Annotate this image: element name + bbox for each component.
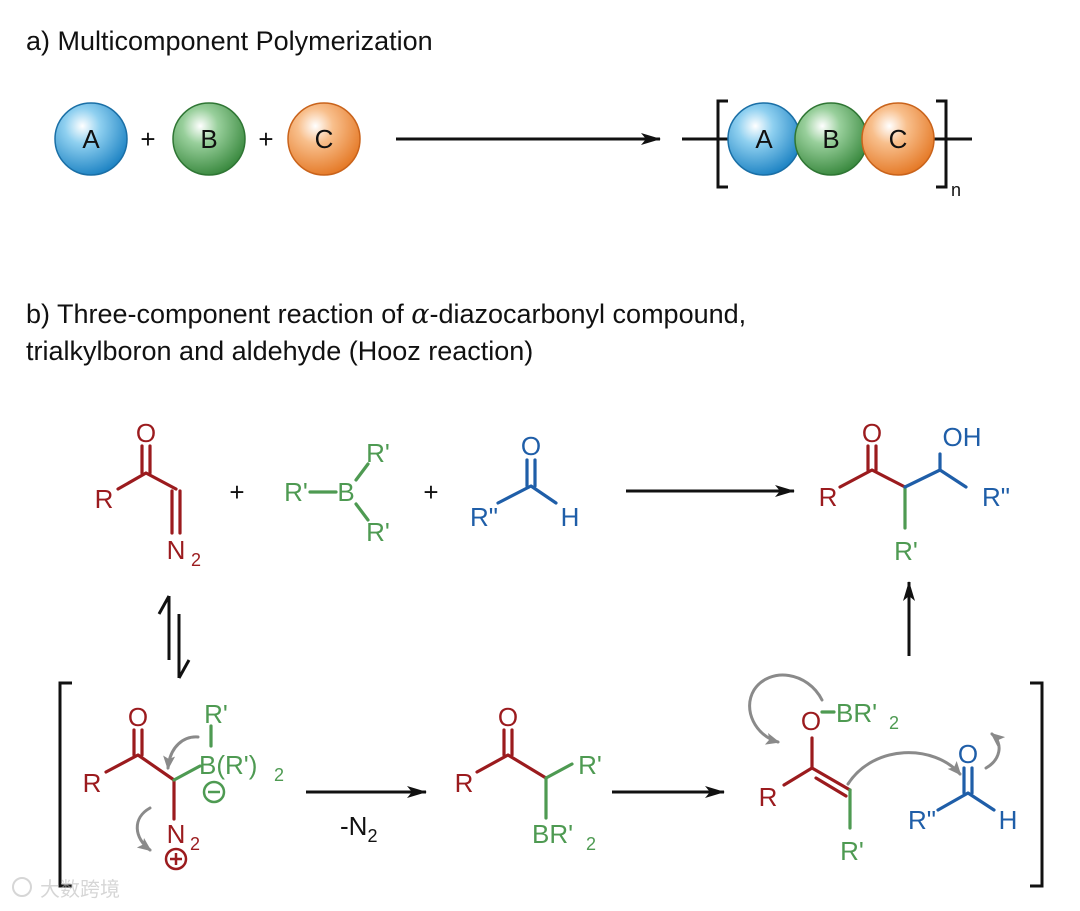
polymer-repeat-unit: A B C n bbox=[682, 99, 972, 200]
product-r-prime: R' bbox=[894, 536, 918, 566]
panel-b-title-line2: trialkylboron and aldehyde (Hooz reactio… bbox=[26, 336, 533, 366]
diazo-n-sub: 2 bbox=[191, 550, 201, 570]
aldehyde-electrophile: O R" H bbox=[908, 732, 1018, 835]
aldol-product: O OH R R' R" bbox=[819, 418, 1010, 566]
zwit-r: R bbox=[83, 768, 102, 798]
boron-enolate: O BR' 2 R R' bbox=[748, 673, 962, 866]
diazo-o: O bbox=[136, 418, 156, 448]
aldehyde-o: O bbox=[521, 431, 541, 461]
aldehyde-h: H bbox=[561, 502, 580, 532]
enolate-br: BR' bbox=[836, 698, 877, 728]
zwit-b: B(R') bbox=[199, 750, 257, 780]
borane-r1: R' bbox=[366, 438, 390, 468]
zwit-n-sub: 2 bbox=[190, 834, 200, 854]
borane-b: B bbox=[337, 477, 354, 507]
curly-arrow-n2-loss bbox=[135, 806, 152, 852]
mechanism-bracket-right bbox=[1030, 681, 1044, 888]
monomer-a: A bbox=[54, 102, 128, 176]
trialkylborane: R' R' B R' bbox=[284, 438, 390, 547]
alkylborane-br-sub: 2 bbox=[586, 834, 596, 854]
zwitterion-intermediate: O R R' B(R') 2 N 2 bbox=[83, 699, 284, 871]
alkylborane-r: R bbox=[455, 768, 474, 798]
polymer-ball-c bbox=[861, 102, 935, 176]
ball-c-label: C bbox=[315, 124, 334, 154]
ball-a-label: A bbox=[82, 124, 100, 154]
polymer-ball-a-label: A bbox=[755, 124, 773, 154]
bracket-right bbox=[936, 99, 948, 189]
aldehyde-r: R" bbox=[470, 502, 498, 532]
product-oh: OH bbox=[943, 422, 982, 452]
ball-b-label: B bbox=[200, 124, 217, 154]
aldehyde2-h: H bbox=[999, 805, 1018, 835]
enolate-r-prime: R' bbox=[840, 836, 864, 866]
ball-a bbox=[54, 102, 128, 176]
positive-charge bbox=[164, 847, 188, 871]
equilibrium-arrows bbox=[157, 595, 191, 679]
product-r: R bbox=[819, 482, 838, 512]
panel-a-title: a) Multicomponent Polymerization bbox=[26, 26, 433, 56]
negative-charge bbox=[202, 780, 226, 804]
diazocarbonyl-compound: O R N 2 bbox=[95, 418, 201, 570]
alkylborane-o: O bbox=[498, 702, 518, 732]
panel-b-title-part2: -diazocarbonyl compound, bbox=[429, 299, 746, 329]
enolate-o: O bbox=[801, 706, 821, 736]
aldehyde2-o: O bbox=[958, 739, 978, 769]
plus-sign-b1: + bbox=[229, 477, 244, 507]
mechanism-bracket-left bbox=[58, 681, 72, 888]
zwit-b-sub: 2 bbox=[274, 765, 284, 785]
minus-n2-text: -N bbox=[340, 811, 367, 841]
plus-sign-2: + bbox=[258, 124, 273, 154]
curly-arrow-carbonyl bbox=[984, 732, 1006, 770]
ball-c bbox=[287, 102, 361, 176]
diazo-r: R bbox=[95, 484, 114, 514]
zwit-n: N bbox=[167, 819, 186, 849]
ball-b bbox=[172, 102, 246, 176]
alkylborane-intermediate: O R R' BR' 2 bbox=[455, 702, 602, 854]
panel-b-title-part1: b) Three-component reaction of bbox=[26, 299, 411, 329]
zwit-r-prime: R' bbox=[204, 699, 228, 729]
diazo-n: N bbox=[167, 535, 186, 565]
curly-arrow-migration bbox=[163, 735, 200, 770]
monomer-c: C bbox=[287, 102, 361, 176]
product-o: O bbox=[862, 418, 882, 448]
minus-n2-label: -N2 bbox=[340, 811, 377, 846]
zwit-o: O bbox=[128, 702, 148, 732]
panel-b-title-line1: b) Three-component reaction of α-diazoca… bbox=[26, 299, 746, 330]
curly-arrow-enolate-to-aldehyde bbox=[846, 751, 962, 786]
product-r-dprime: R" bbox=[982, 482, 1010, 512]
aldehyde2-r: R" bbox=[908, 805, 936, 835]
aldehyde: O R" H bbox=[470, 431, 579, 532]
curly-arrow-o-to-b bbox=[748, 673, 824, 745]
alkylborane-r-prime: R' bbox=[578, 750, 602, 780]
enolate-r: R bbox=[759, 782, 778, 812]
polymer-ball-b-label: B bbox=[822, 124, 839, 154]
alkylborane-br: BR' bbox=[532, 819, 573, 849]
watermark-logo-icon bbox=[12, 877, 32, 897]
enolate-br-sub: 2 bbox=[889, 713, 899, 733]
bracket-left bbox=[716, 99, 728, 189]
plus-sign-b2: + bbox=[423, 477, 438, 507]
plus-sign-1: + bbox=[140, 124, 155, 154]
repeat-subscript: n bbox=[951, 180, 961, 200]
minus-n2-sub: 2 bbox=[367, 826, 377, 846]
panel-b-title-alpha: α bbox=[411, 299, 429, 330]
borane-r3: R' bbox=[366, 517, 390, 547]
watermark-text: 大数跨境 bbox=[40, 878, 120, 901]
watermark: 大数跨境 bbox=[12, 877, 120, 901]
polymer-ball-c-label: C bbox=[889, 124, 908, 154]
borane-r2: R' bbox=[284, 477, 308, 507]
monomer-b: B bbox=[172, 102, 246, 176]
